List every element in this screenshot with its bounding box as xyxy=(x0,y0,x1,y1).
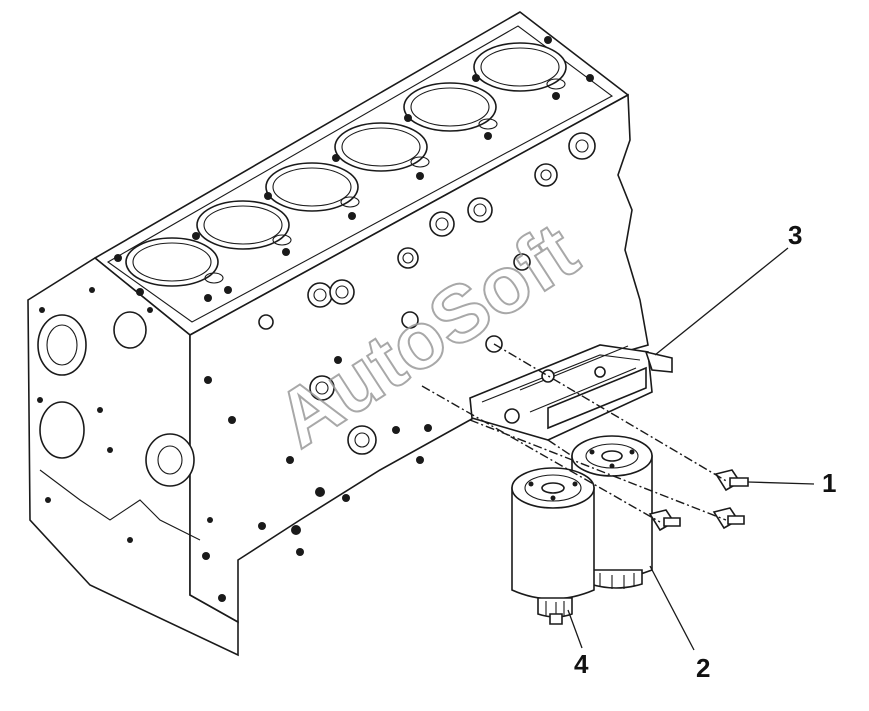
callout-3: 3 xyxy=(788,220,802,250)
deck-holes xyxy=(114,36,594,302)
mounting-bolts xyxy=(648,469,749,532)
callout-1: 1 xyxy=(822,468,836,498)
bolt xyxy=(712,507,745,530)
bolt xyxy=(648,509,681,532)
engine-block xyxy=(27,11,649,657)
fuel-filter-head xyxy=(469,344,673,441)
callout-4: 4 xyxy=(574,649,589,679)
block-front-details xyxy=(37,287,226,602)
callout-2: 2 xyxy=(696,653,710,683)
assembly-centerlines xyxy=(421,343,729,523)
block-side-ports xyxy=(204,132,596,556)
fuel-filter-canister-4 xyxy=(511,467,595,625)
bolt xyxy=(714,469,749,492)
leader-lines xyxy=(567,247,815,651)
cylinder-bores xyxy=(125,42,567,287)
